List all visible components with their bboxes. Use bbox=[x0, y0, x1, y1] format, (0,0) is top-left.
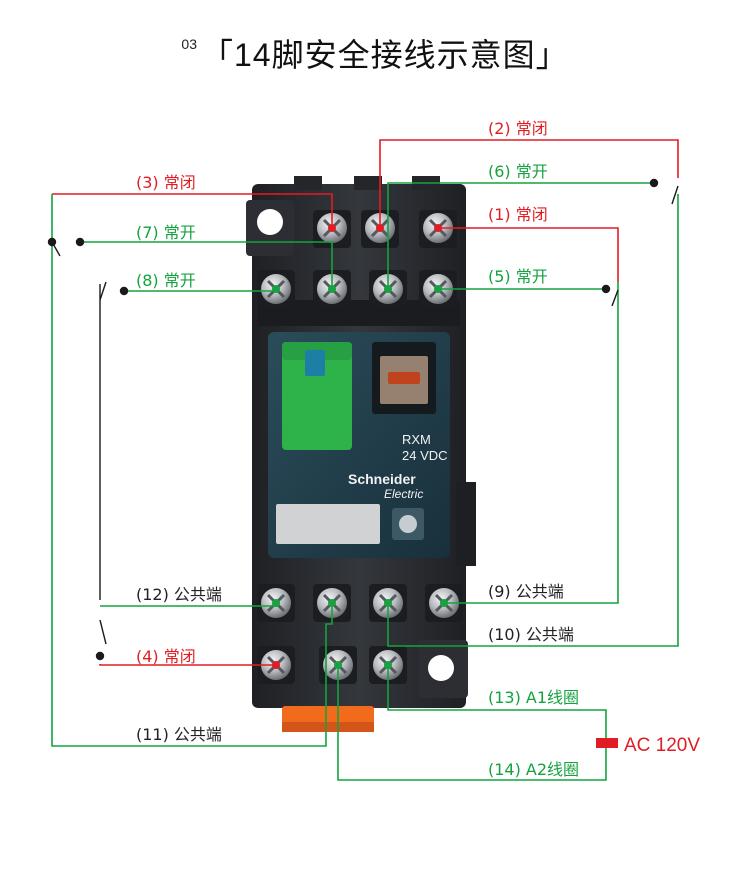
status-indicator-icon bbox=[399, 515, 417, 533]
power-label: AC 120V bbox=[624, 735, 700, 756]
label-terminal-7: (7) 常开 bbox=[136, 223, 196, 242]
label-terminal-2: (2) 常闭 bbox=[488, 119, 548, 138]
switch-right-mid-contact-icon bbox=[601, 284, 611, 294]
no-wires bbox=[51, 182, 679, 781]
wire-terminal-14 bbox=[337, 665, 607, 781]
label-terminal-12: (12) 公共端 bbox=[136, 585, 222, 604]
terminal-labels: (2) 常闭 (6) 常开 (3) 常闭 (1) 常闭 (7) 常开 (8) 常… bbox=[136, 119, 700, 779]
relay-module: RXM 24 VDC Schneider Electric bbox=[268, 332, 450, 558]
label-terminal-1: (1) 常闭 bbox=[488, 205, 548, 224]
mounting-hole-top bbox=[257, 209, 283, 235]
switch-left-mid-contact-icon bbox=[119, 286, 129, 296]
switch-left-top-blade-icon bbox=[51, 241, 61, 257]
switch-left-mid-blade-icon bbox=[99, 281, 107, 301]
contact-dots bbox=[272, 224, 448, 669]
switch-right-top-blade-icon bbox=[671, 185, 679, 205]
label-terminal-4: (4) 常闭 bbox=[136, 647, 196, 666]
brand-sub: Electric bbox=[384, 487, 423, 501]
wire-terminal-6 bbox=[387, 182, 654, 289]
switch-left-top-contact-icon bbox=[75, 237, 85, 247]
test-button bbox=[282, 342, 352, 450]
wire-terminal-11 bbox=[51, 194, 333, 747]
switch-symbols bbox=[47, 178, 679, 661]
mounting-hole-bottom bbox=[428, 655, 454, 681]
wire-terminal-1 bbox=[438, 227, 619, 282]
side-clip bbox=[456, 482, 476, 566]
label-terminal-6: (6) 常开 bbox=[488, 162, 548, 181]
label-terminal-10: (10) 公共端 bbox=[488, 625, 574, 644]
brand-name: Schneider bbox=[348, 471, 416, 487]
step-number: 03 bbox=[181, 36, 197, 52]
wire-terminal-2 bbox=[379, 139, 679, 228]
wire-terminal-3 bbox=[52, 193, 333, 228]
label-terminal-8: (8) 常开 bbox=[136, 271, 196, 290]
test-lever-icon bbox=[305, 350, 325, 376]
label-terminal-13: (13) A1线圈 bbox=[488, 688, 579, 707]
nc-wires bbox=[52, 139, 679, 666]
switch-right-top-contact-icon bbox=[649, 178, 659, 188]
label-terminal-14: (14) A2线圈 bbox=[488, 760, 579, 779]
page-heading: 03「14脚安全接线示意图」 bbox=[0, 30, 750, 76]
wire-terminal-10 bbox=[387, 194, 679, 647]
switch-left-bottom-blade-icon bbox=[99, 619, 107, 645]
relay-model: RXM bbox=[402, 432, 431, 447]
relay-voltage: 24 VDC bbox=[402, 448, 448, 463]
label-terminal-11: (11) 公共端 bbox=[136, 725, 222, 744]
label-terminal-5: (5) 常开 bbox=[488, 267, 548, 286]
wire-terminal-9 bbox=[444, 282, 619, 604]
label-plate bbox=[276, 504, 380, 544]
wire-terminal-13 bbox=[387, 665, 607, 738]
wire-terminal-7 bbox=[80, 241, 333, 289]
terminal-screws bbox=[257, 210, 463, 684]
switch-right-mid-blade-icon bbox=[611, 289, 619, 307]
label-terminal-9: (9) 公共端 bbox=[488, 582, 564, 601]
wire-terminal-4 bbox=[99, 664, 276, 666]
page-title: 「14脚安全接线示意图」 bbox=[200, 37, 569, 73]
label-terminal-3: (3) 常闭 bbox=[136, 173, 196, 192]
led-indicator-icon bbox=[388, 372, 420, 384]
power-source-icon bbox=[596, 738, 618, 748]
